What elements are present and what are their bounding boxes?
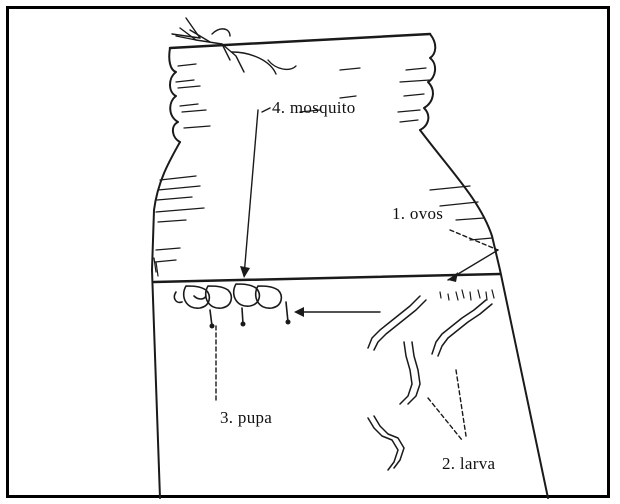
- larvae: [368, 296, 492, 470]
- arrowheads[interactable]: [240, 266, 458, 317]
- label-pupa: 3. pupa: [220, 408, 272, 428]
- label-mosquito: 4. mosquito: [272, 98, 356, 118]
- mosquito-pointer-left: [244, 110, 258, 276]
- pupa-dots: [210, 320, 291, 329]
- larva-pointer-2: [456, 370, 466, 436]
- pupae: [174, 284, 288, 326]
- label-eggs: 1. ovos: [392, 204, 443, 224]
- label-larva: 2. larva: [442, 454, 495, 474]
- jar-shading: [155, 60, 492, 262]
- larva-pointer-1: [428, 398, 462, 440]
